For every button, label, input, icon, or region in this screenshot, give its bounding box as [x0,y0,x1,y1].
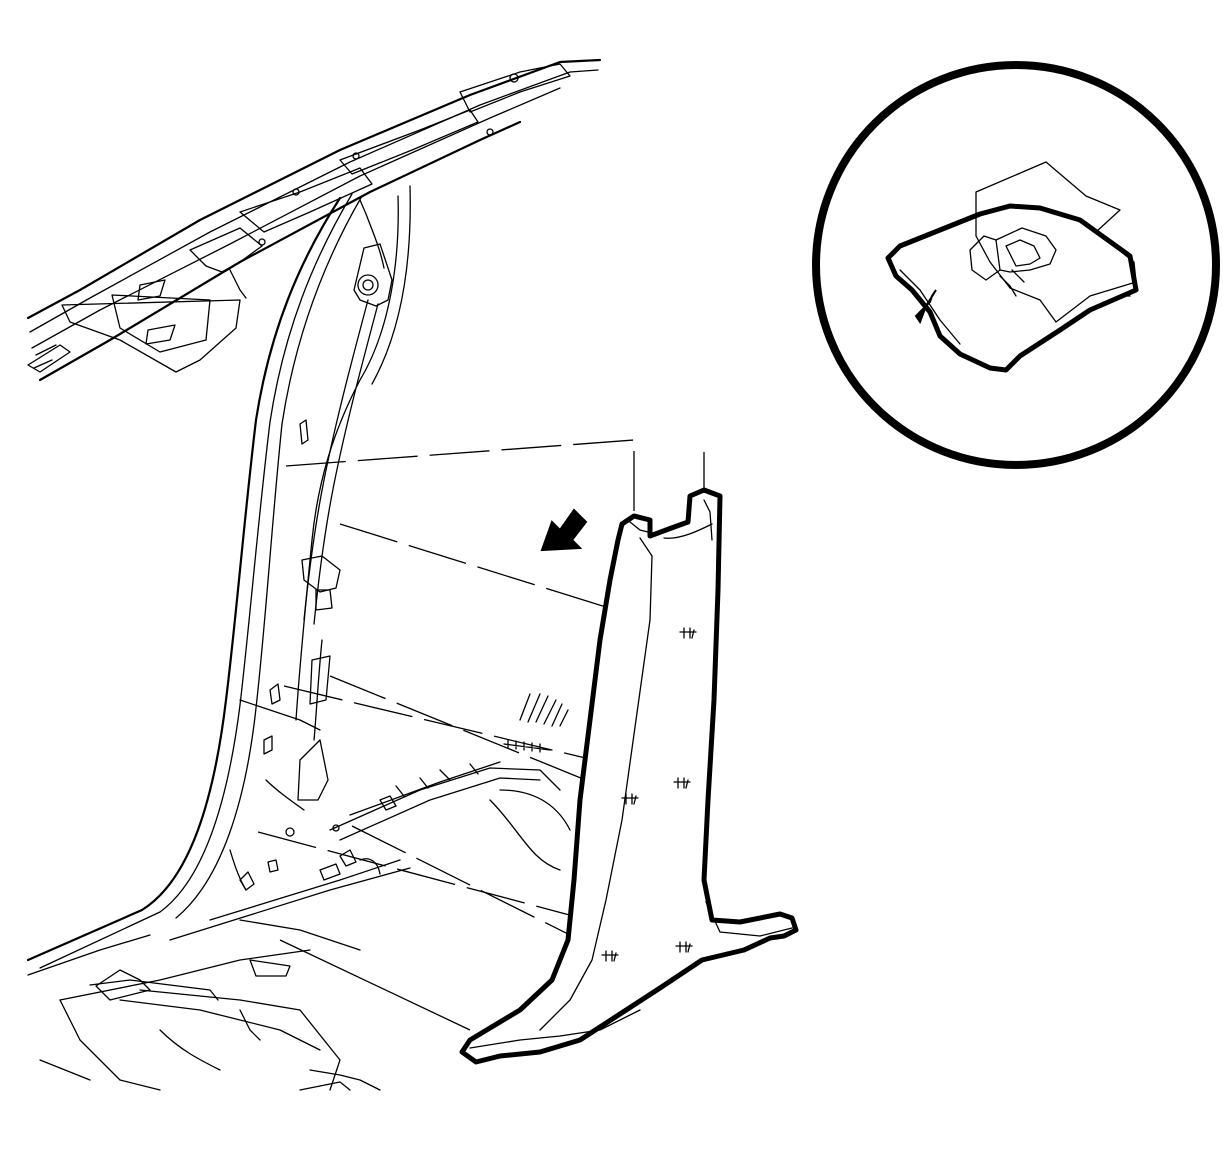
retainer-clip [601,950,619,962]
direction-arrow [540,508,588,552]
hatch-marks [503,693,569,753]
floor-pan [27,761,571,1091]
vehicle-body-b-pillar [26,185,411,969]
retainer-clip [621,793,639,805]
retainer-clips [601,627,697,962]
retainer-clip [675,941,693,953]
roof-rail [26,58,602,382]
retainer-clip [679,627,697,639]
retainer-clip [673,777,691,789]
b-pillar-trim-panel [459,487,799,1065]
clip-detail-inset [812,61,1220,469]
